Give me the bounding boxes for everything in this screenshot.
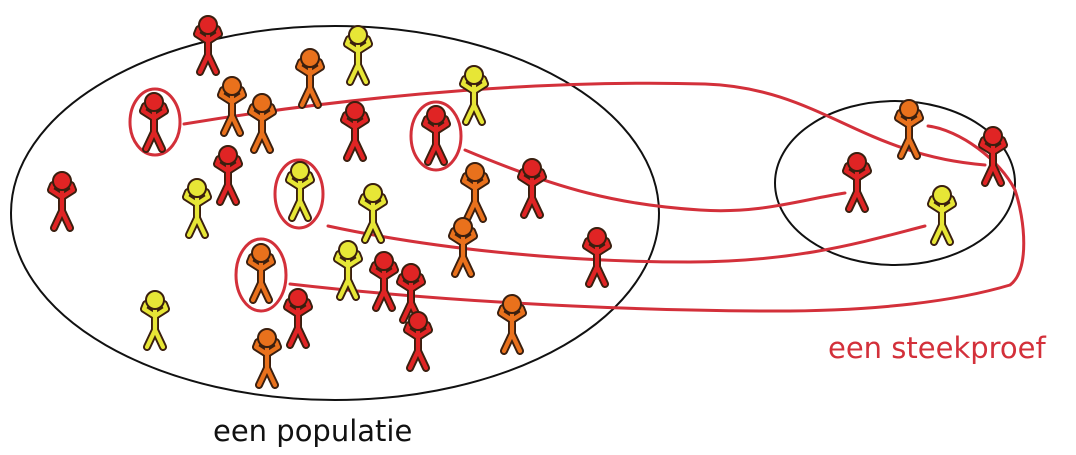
person-red-icon [47,171,77,232]
person-yellow-icon [358,183,388,244]
person-red-icon [193,15,223,76]
person-orange-icon [497,294,527,355]
person-red-icon [139,92,169,153]
person-yellow-icon [182,178,212,239]
person-orange-icon [246,243,276,304]
selection-ring [128,87,182,157]
selection-ring [409,100,463,172]
person-orange-icon [460,162,490,223]
person-orange-icon [448,217,478,278]
person-orange-icon [217,76,247,137]
person-red-icon [978,126,1008,187]
person-orange-icon [295,48,325,109]
sample-label: een steekproef [828,331,1046,365]
selection-ring [273,158,325,230]
sample-link-line [326,224,927,264]
person-yellow-icon [459,65,489,126]
person-yellow-icon [333,240,363,301]
person-red-icon [421,105,451,166]
person-yellow-icon [927,185,957,246]
population-ellipse [10,25,660,401]
person-yellow-icon [343,25,373,86]
sample-ellipse [774,100,1016,266]
selection-ring [234,237,288,313]
person-red-icon [403,311,433,372]
person-red-icon [340,101,370,162]
person-orange-icon [247,93,277,154]
person-red-icon [213,145,243,206]
population-label: een populatie [213,414,413,448]
person-red-icon [517,158,547,219]
person-red-icon [283,288,313,349]
person-yellow-icon [285,161,315,222]
person-red-icon [582,227,612,288]
person-orange-icon [252,328,282,389]
person-yellow-icon [140,290,170,351]
person-orange-icon [894,99,924,160]
sample-link-line [182,81,987,167]
person-red-icon [369,251,399,312]
person-red-icon [396,263,426,324]
person-red-icon [842,152,872,213]
